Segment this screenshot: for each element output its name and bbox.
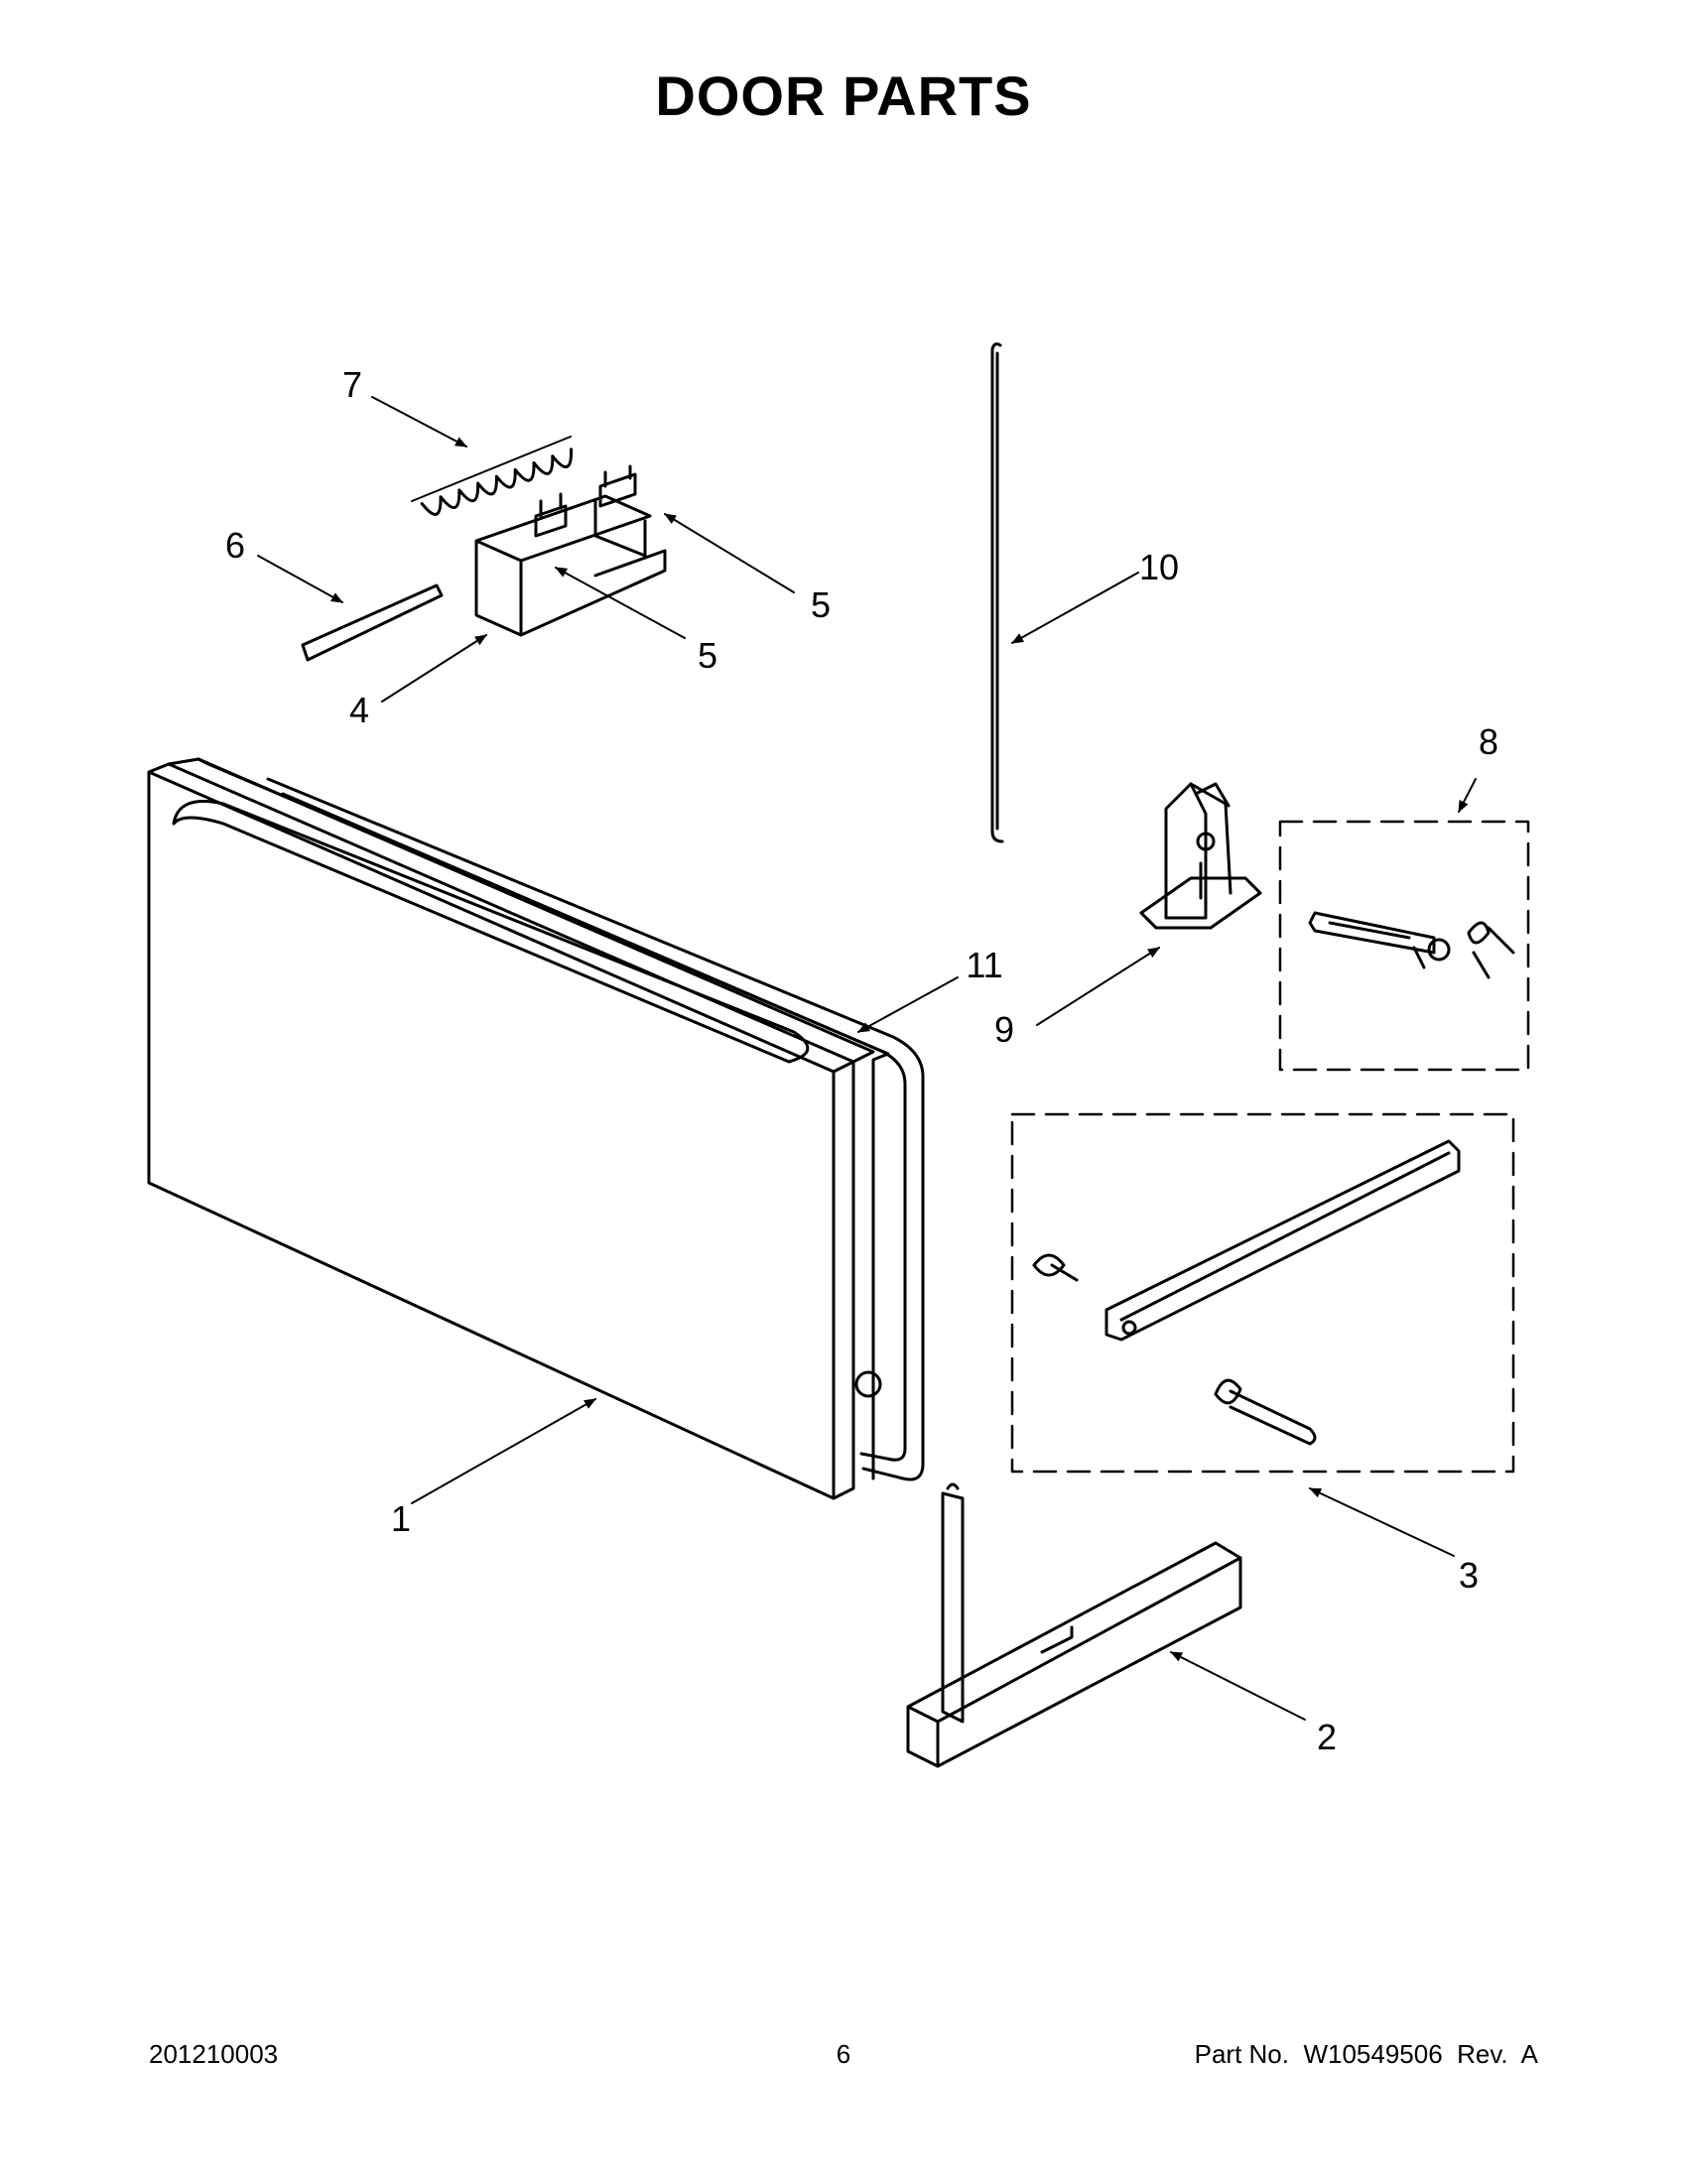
trim-strip-part <box>301 583 444 662</box>
callout-9: 9 <box>994 1009 1014 1050</box>
door-panel-part <box>147 757 925 1500</box>
callout-leaders <box>257 396 1477 1721</box>
spring-coil-part <box>411 436 574 516</box>
callout-11: 11 <box>966 945 1002 985</box>
switch-bracket-part <box>474 464 667 637</box>
callout-6: 6 <box>225 525 245 566</box>
hinge-bracket-part <box>1139 782 1262 930</box>
footer-part-number: Part No. W10549506 Rev. A <box>1194 2039 1538 2069</box>
callout-1: 1 <box>391 1498 411 1539</box>
rod-part <box>990 342 1004 843</box>
bottom-hinge-rail-part <box>906 1482 1242 1768</box>
footer-page-number: 6 <box>836 2039 851 2069</box>
footer-document-code: 201210003 <box>149 2039 279 2069</box>
callout-3: 3 <box>1459 1555 1479 1596</box>
callout-8: 8 <box>1479 721 1498 762</box>
callout-4: 4 <box>349 690 369 730</box>
callout-10: 10 <box>1139 547 1179 587</box>
page-title: DOOR PARTS <box>655 64 1032 127</box>
callout-2: 2 <box>1317 1717 1337 1757</box>
callout-5-upper: 5 <box>811 584 831 625</box>
callout-5-lower: 5 <box>698 635 717 676</box>
callout-7: 7 <box>342 364 362 405</box>
latch-kit-part <box>1278 820 1530 1072</box>
door-rail-kit-part <box>1010 1112 1515 1474</box>
